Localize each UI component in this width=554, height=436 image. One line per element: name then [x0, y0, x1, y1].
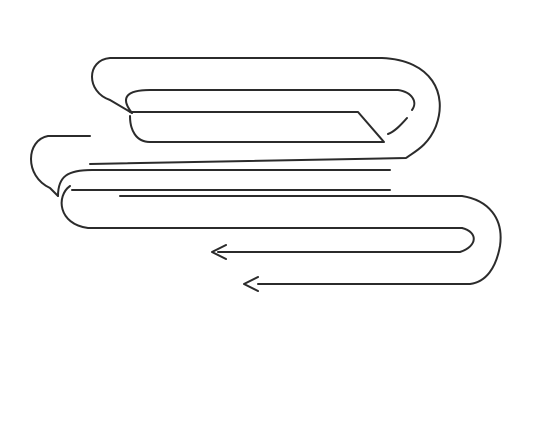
lower-band-top-edge [120, 196, 501, 284]
lower-arrow-head [244, 277, 258, 291]
upper-fold-inner-edge [126, 90, 414, 113]
lower-fold-outer-edge [62, 186, 462, 228]
lower-fold-inner-edge [218, 228, 474, 252]
upper-fold-hidden-stub [388, 118, 407, 134]
middle-fold-inner-edge [58, 170, 390, 196]
upper-inner-crease [130, 112, 384, 142]
middle-fold-outer-edge [31, 136, 90, 196]
